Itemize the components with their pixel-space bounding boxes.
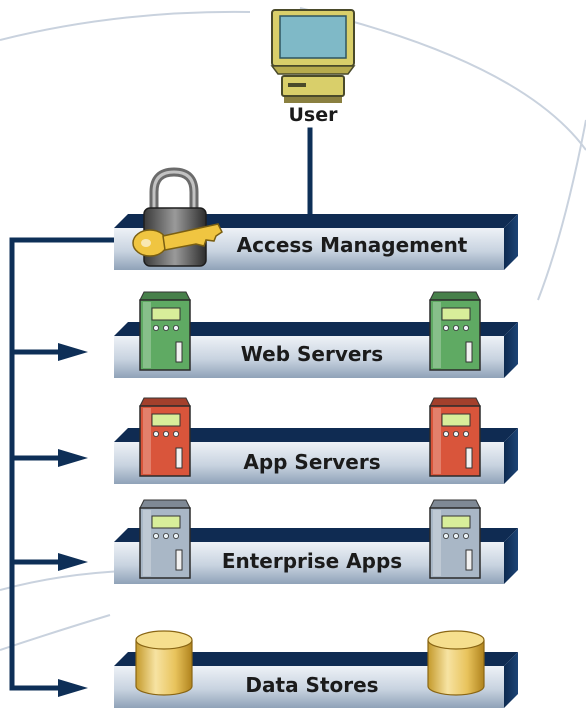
server-icon-web-left: [139, 291, 191, 371]
layer-label-enterprise: Enterprise Apps: [222, 549, 402, 573]
layer-label-data: Data Stores: [245, 673, 378, 697]
arc-right: [537, 119, 586, 301]
layer-label-app: App Servers: [243, 450, 380, 474]
database-cylinder-icon-left: [135, 630, 193, 696]
arrow-app: [58, 449, 88, 467]
arrowheads: [58, 343, 88, 697]
lock-key-icon: [132, 167, 223, 267]
layer-label-access: Access Management: [237, 233, 468, 257]
database-cylinder-icon-right: [427, 630, 485, 696]
server-icon-app-right: [429, 397, 481, 477]
arrow-web: [58, 343, 88, 361]
left-bus-line: [9, 237, 119, 691]
connector-lines: [9, 127, 313, 691]
computer-icon: [270, 9, 356, 103]
arrow-enterprise: [58, 553, 88, 571]
arrow-data: [58, 679, 88, 697]
server-icon-app-left: [139, 397, 191, 477]
server-icon-web-right: [429, 291, 481, 371]
user-label: User: [289, 104, 339, 126]
arc-left-bottom: [0, 614, 111, 651]
server-icons: [139, 291, 481, 579]
arc-top-right: [299, 7, 586, 151]
database-icons: [135, 630, 485, 696]
server-icon-enterprise-left: [139, 499, 191, 579]
layer-label-web: Web Servers: [241, 342, 383, 366]
server-icon-enterprise-right: [429, 499, 481, 579]
arc-top-left: [0, 10, 251, 41]
